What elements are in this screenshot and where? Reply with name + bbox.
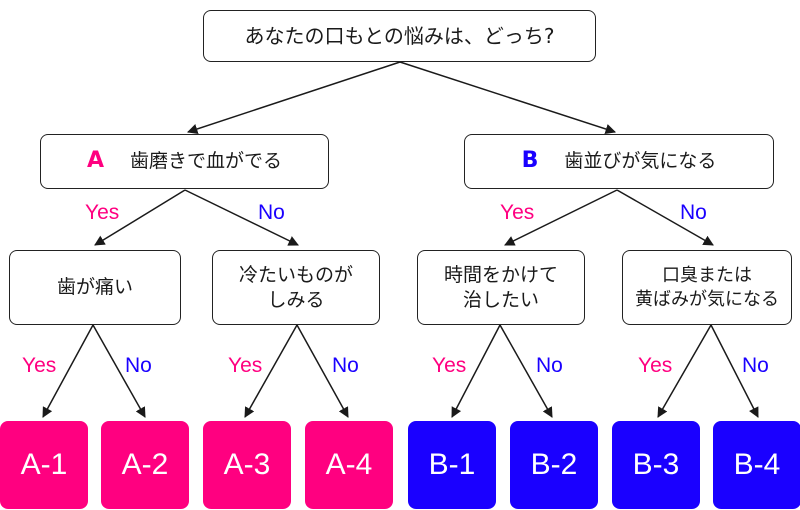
- result-b-3: B-3: [612, 421, 700, 509]
- branch-a-text: 歯磨きで血がでる: [130, 150, 283, 173]
- result-a-1: A-1: [0, 421, 88, 509]
- branch-a-box: A 歯磨きで血がでる: [40, 134, 329, 189]
- edge-label-a2-no: No: [125, 354, 152, 377]
- edge-label-b4-no: No: [742, 354, 769, 377]
- question-box-b-no: 口臭または 黄ばみが気になる: [622, 250, 792, 325]
- branch-a-tag: A: [86, 148, 104, 174]
- result-a-2: A-2: [101, 421, 189, 509]
- branch-b-text: 歯並びが気になる: [564, 150, 717, 173]
- edge-label-a1-yes: Yes: [22, 354, 57, 377]
- question-box-b-yes: 時間をかけて 治したい: [417, 250, 585, 325]
- edge-label-b2-no: No: [536, 354, 563, 377]
- question-text-a-yes: 歯が痛い: [56, 276, 133, 299]
- branch-b-box: B 歯並びが気になる: [464, 134, 774, 189]
- edge-label-b1-yes: Yes: [432, 354, 467, 377]
- question-box-a-no: 冷たいものが しみる: [212, 250, 380, 325]
- edge-label-a-no: No: [258, 201, 285, 224]
- edge-label-a-yes: Yes: [85, 201, 120, 224]
- root-question-box: あなたの口もとの悩みは、どっち?: [203, 10, 596, 62]
- question-text-b-yes: 時間をかけて 治したい: [443, 263, 558, 311]
- question-box-a-yes: 歯が痛い: [9, 250, 181, 325]
- edge-label-a4-no: No: [332, 354, 359, 377]
- edge-label-a3-yes: Yes: [228, 354, 263, 377]
- result-a-4: A-4: [305, 421, 393, 509]
- result-a-3: A-3: [203, 421, 291, 509]
- result-b-4: B-4: [713, 421, 800, 509]
- edge-label-b-yes: Yes: [500, 201, 535, 224]
- question-text-b-no: 口臭または 黄ばみが気になる: [635, 265, 779, 310]
- edge-label-b-no: No: [680, 201, 707, 224]
- result-b-2: B-2: [510, 421, 598, 509]
- branch-b-tag: B: [521, 148, 539, 174]
- root-question-text: あなたの口もとの悩みは、どっち?: [244, 24, 555, 48]
- edge-label-b3-yes: Yes: [638, 354, 673, 377]
- result-b-1: B-1: [408, 421, 496, 509]
- question-text-a-no: 冷たいものが しみる: [238, 263, 353, 311]
